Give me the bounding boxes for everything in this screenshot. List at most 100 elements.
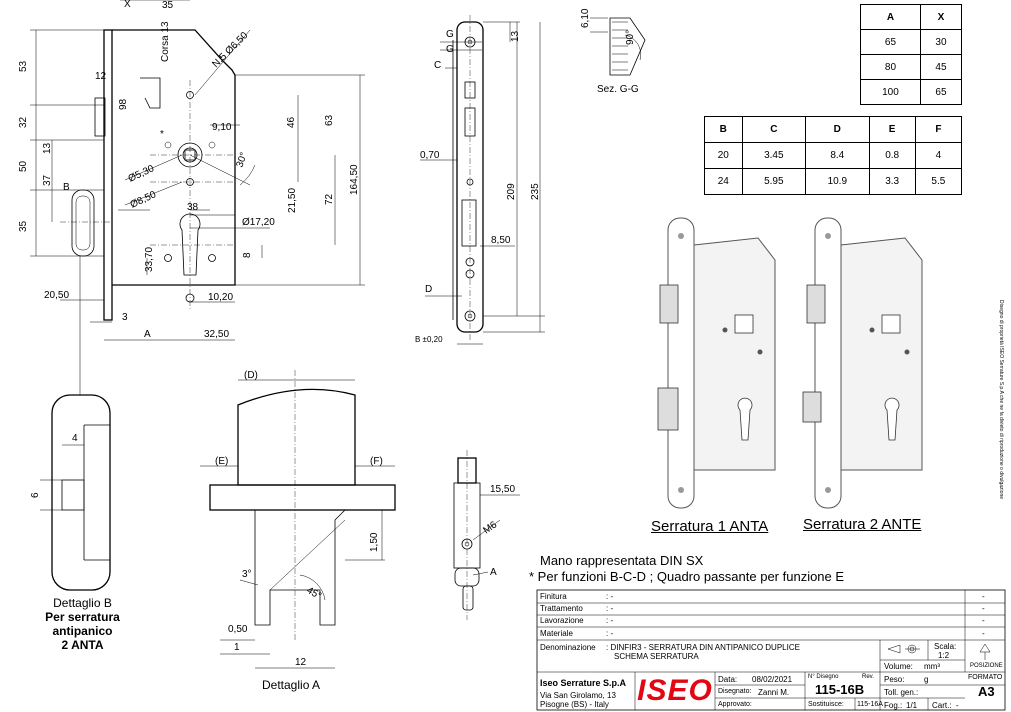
peso-label: Peso: [884,675,905,684]
disegnato-value: Zanni M. [758,688,790,697]
dim-98: 98 [118,98,129,110]
table-cell: 80 [860,54,921,80]
label-b-tol: B ±0,20 [415,335,443,344]
revision-arrow-icon [979,643,991,660]
cart-value: - [956,701,959,710]
dim-38: 38 [187,202,199,213]
label-g1: G [446,29,454,40]
lavorazione-label: Lavorazione [540,616,584,625]
rev-label: Rev. [862,674,874,680]
lavorazione-value: : - [606,616,614,625]
dim-32: 32 [18,116,29,128]
dim-corsa: Corsa 13 [160,21,171,62]
table-header: E [868,116,916,143]
table-cell: 5.5 [914,168,963,195]
dim-m6: M6 [481,519,499,536]
table-cell: 30 [919,29,963,55]
table-b-f: B C D E F 20 3.45 8.4 0.8 4 24 5.95 10.9… [704,116,963,195]
ndisegno-label: N° Disegno [808,674,839,680]
table-cell: 5.95 [741,168,807,195]
photo-2-ante [802,217,923,509]
front-view-labels: X 35 Corsa 13 N.5 Ø6,50 53 12 98 32 13 5… [18,0,360,340]
cart-label: Cart.: [932,701,952,710]
dim-30deg: 30° [234,151,250,169]
detail-b-title-line3: 2 ANTA [61,638,104,652]
dim-2150: 21,50 [287,188,298,213]
dim-8: 8 [242,252,253,258]
trattamento-label: Trattamento [540,604,583,613]
dim-6-b: 6 [30,492,41,498]
dim-050: 0,50 [228,624,248,635]
label-c: C [434,60,441,71]
detail-b-title: Dettaglio B Per serratura antipanico 2 A… [20,596,145,652]
dim-3deg: 3° [242,569,252,580]
dim-910: 9,10 [212,122,232,133]
dim-f: (F) [370,456,383,467]
dim-3250: 32,50 [204,329,229,340]
formato-value: A3 [978,684,995,699]
dim-37: 37 [42,174,53,186]
dim-2050: 20,50 [44,290,69,301]
dim-150: 1,50 [369,532,380,552]
table-cell: 65 [860,29,921,55]
label-a-small: A [490,567,497,578]
dim-35: 35 [162,0,174,11]
label-b: B [63,182,70,193]
table-cell: 0.8 [868,142,916,169]
scala-label: Scala: [934,642,957,651]
dim-46: 46 [286,116,297,128]
dim-d: (D) [244,370,258,381]
dim-e: (E) [215,456,228,467]
detail-b: 4 6 [30,394,111,591]
dim-209: 209 [506,183,517,200]
dim-235: 235 [530,183,541,200]
dim-850: Ø8,50 [129,189,159,211]
disegnato-label: Disegnato: [718,688,752,695]
company-name: Iseo Serrature S.p.A [540,678,627,688]
dim-35-left: 35 [18,220,29,232]
table-cell: 3.45 [741,142,807,169]
approvato-label: Approvato: [718,701,752,708]
photo-1-anta [657,217,776,509]
table-header: A [860,4,921,30]
dim-50: 50 [18,160,29,172]
volume-label: Volume: [884,662,913,671]
table-cell: 100 [860,79,921,105]
table-header: D [805,116,870,143]
note-mano: Mano rappresentata DIN SX [540,553,704,568]
dim-3: 3 [122,312,128,323]
detail-b-title-line1: Dettaglio B [53,596,112,610]
finitura-dash: - [982,592,985,601]
side-view [420,15,545,345]
trattamento-value: : - [606,604,614,613]
dim-13-side: 13 [510,30,521,42]
dim-53: 53 [18,60,29,72]
front-view [30,0,365,341]
table-cell: 4 [914,142,963,169]
dim-530: Ø5,30 [127,163,157,185]
data-value: 08/02/2021 [752,675,793,684]
dim-1720: Ø17,20 [242,217,275,228]
photo-label-2: Serratura 2 ANTE [803,516,922,533]
dim-850-side: 8,50 [491,235,511,246]
volume-unit: mm³ [924,662,940,671]
table-cell: 3.3 [868,168,916,195]
table-cell: 45 [919,54,963,80]
dim-070: 0,70 [420,150,440,161]
table-cell: 65 [919,79,963,105]
section-gg: 6,10 90° Sez. G-G [580,8,646,95]
dim-13: 13 [42,142,53,154]
table-cell: 10.9 [805,168,870,195]
lavorazione-dash: - [982,616,985,625]
section-gg-label: Sez. G-G [597,84,639,95]
dim-12-a: 12 [295,657,307,668]
detail-a-side: 15,50 M6 A [453,450,520,620]
label-d: D [425,284,432,295]
dim-x: X [124,0,131,10]
table-cell: 20 [704,142,743,169]
dim-4-b: 4 [72,433,78,444]
dim-12: 12 [95,71,107,82]
posizione-label: POSIZIONE [970,663,1003,669]
table-header: X [919,4,963,30]
